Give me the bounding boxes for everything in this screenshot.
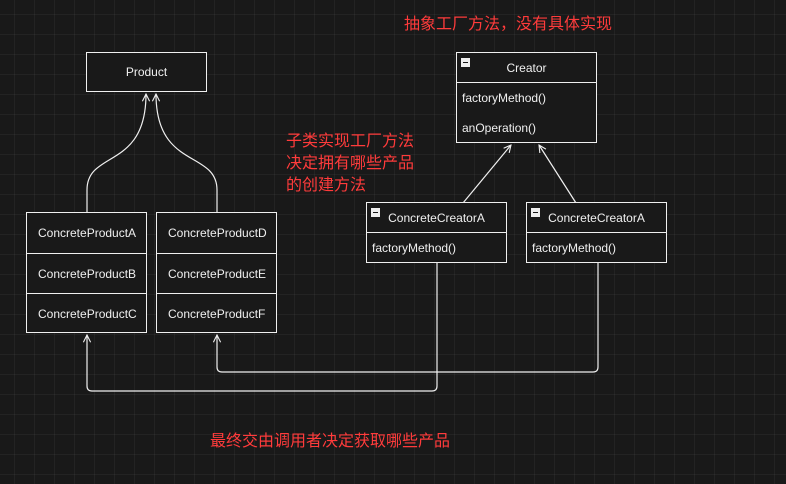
edge-productgroup-right-to-product[interactable] — [156, 94, 218, 212]
product-item-b[interactable]: ConcreteProductB — [27, 253, 146, 293]
collapse-icon[interactable] — [371, 208, 380, 217]
edge-concretecreator-right-to-productgroup-right[interactable] — [217, 263, 599, 373]
note-abstract-factory[interactable]: 抽象工厂方法，没有具体实现 — [404, 16, 613, 33]
collapse-icon[interactable] — [461, 58, 470, 67]
note-subclass-line3[interactable]: 的创建方法 — [286, 177, 367, 194]
product-item-d[interactable]: ConcreteProductD — [168, 226, 267, 240]
product-item-a[interactable]: ConcreteProductA — [38, 226, 137, 240]
note-subclass-line2[interactable]: 决定拥有哪些产品 — [286, 155, 415, 172]
product-item-e[interactable]: ConcreteProductE — [157, 253, 276, 293]
concrete-creator-right-class[interactable]: ConcreteCreatorA factoryMethod() — [526, 202, 667, 263]
concrete-creator-right-header[interactable]: ConcreteCreatorA — [527, 203, 666, 233]
edge-concretecreator-left-to-productgroup-left[interactable] — [87, 263, 438, 392]
product-label: Product — [125, 65, 168, 79]
creator-header[interactable]: Creator — [457, 53, 596, 83]
note-subclass-line1[interactable]: 子类实现工厂方法 — [286, 133, 415, 150]
product-group-right[interactable]: ConcreteProductD ConcreteProductE Concre… — [156, 212, 277, 333]
concrete-creator-left-class[interactable]: ConcreteCreatorA factoryMethod() — [366, 202, 507, 263]
concrete-creator-left-method[interactable]: factoryMethod() — [372, 241, 457, 255]
creator-method-factory[interactable]: factoryMethod() — [462, 91, 547, 105]
creator-class[interactable]: Creator factoryMethod() anOperation() — [456, 52, 597, 143]
creator-title: Creator — [506, 61, 547, 75]
collapse-icon[interactable] — [531, 208, 540, 217]
product-item-c[interactable]: ConcreteProductC — [27, 293, 146, 333]
product-group-left[interactable]: ConcreteProductA ConcreteProductB Concre… — [26, 212, 147, 333]
edge-concretecreator-right-to-creator[interactable] — [539, 145, 577, 204]
concrete-creator-right-method[interactable]: factoryMethod() — [532, 241, 617, 255]
concrete-creator-right-title: ConcreteCreatorA — [548, 211, 645, 225]
concrete-creator-left-title: ConcreteCreatorA — [388, 211, 485, 225]
concrete-creator-left-header[interactable]: ConcreteCreatorA — [367, 203, 506, 233]
product-item-f[interactable]: ConcreteProductF — [157, 293, 276, 333]
edge-productgroup-left-to-product[interactable] — [86, 94, 146, 212]
creator-method-operation[interactable]: anOperation() — [462, 121, 537, 135]
note-caller-decides[interactable]: 最终交由调用者决定获取哪些产品 — [210, 433, 451, 450]
product-box[interactable]: Product — [86, 52, 207, 92]
edge-concretecreator-left-to-creator[interactable] — [462, 145, 511, 204]
